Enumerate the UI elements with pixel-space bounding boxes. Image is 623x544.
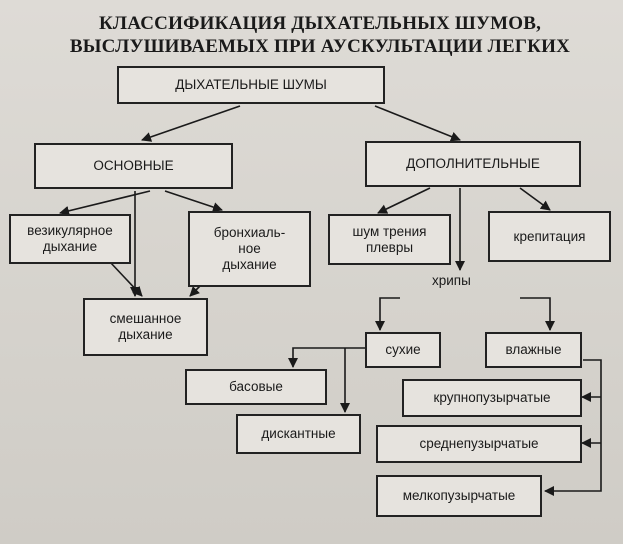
arrow-rales-to-dry (375, 297, 400, 331)
node-respiratory-sounds-label: ДЫХАТЕЛЬНЫЕ ШУМЫ (175, 77, 327, 92)
node-vesicular: везикулярное дыхание (9, 214, 131, 264)
node-small-bubble-label: мелкопузырчатые (402, 488, 516, 503)
node-bass-label: басовые (229, 379, 283, 394)
node-dry-label: сухие (385, 342, 421, 357)
node-vesicular-label-2: дыхание (42, 239, 98, 254)
node-medium-bubble: среднепузырчатые (376, 425, 582, 463)
node-pleural-friction: шум трения плевры (328, 214, 451, 265)
arrow-dry-to-bass (288, 347, 365, 368)
node-additional: ДОПОЛНИТЕЛЬНЫЕ (365, 141, 581, 187)
node-main: ОСНОВНЫЕ (34, 143, 233, 189)
node-mixed-label-2: дыхание (118, 327, 173, 342)
arrow-vesicular-to-mixed (109, 261, 143, 297)
node-treble: дискантные (236, 414, 361, 454)
arrow-moist-to-bubbles (544, 359, 602, 496)
node-bronchial: бронхиаль- ное дыхание (188, 211, 311, 287)
node-dry: сухие (365, 332, 441, 368)
arrow-rales-to-moist (520, 297, 555, 331)
node-bronchial-label-3: дыхание (222, 257, 277, 272)
node-mixed-label-1: смешанное (109, 311, 182, 326)
node-bass: басовые (185, 369, 327, 405)
node-moist: влажные (485, 332, 582, 368)
node-respiratory-sounds: ДЫХАТЕЛЬНЫЕ ШУМЫ (117, 66, 385, 104)
node-large-bubble: крупнопузырчатые (402, 379, 582, 417)
node-small-bubble: мелкопузырчатые (376, 475, 542, 517)
arrow-additional-to-pleural (377, 187, 431, 214)
node-bronchial-label-1: бронхиаль- (213, 225, 286, 240)
arrow-main-to-vesicular (59, 190, 151, 216)
diagram-title: КЛАССИФИКАЦИЯ ДЫХАТЕЛЬНЫХ ШУМОВ, ВЫСЛУШИ… (40, 12, 600, 58)
node-pleural-friction-label-1: шум трения (352, 223, 427, 239)
title-line-1: КЛАССИФИКАЦИЯ ДЫХАТЕЛЬНЫХ ШУМОВ, (98, 13, 542, 34)
node-rales-label: хрипы (432, 273, 471, 288)
node-additional-label: ДОПОЛНИТЕЛЬНЫЕ (406, 156, 540, 171)
node-treble-label: дискантные (261, 426, 336, 441)
arrow-main-to-bronchial (164, 190, 223, 212)
node-medium-bubble-label: среднепузырчатые (419, 436, 539, 451)
node-crepitation-label: крепитация (513, 228, 586, 244)
arrow-root-to-main (141, 105, 241, 142)
node-pleural-friction-label-2: плевры (365, 239, 414, 255)
node-vesicular-label-1: везикулярное (27, 223, 113, 238)
arrow-root-to-additional (374, 105, 461, 142)
node-rales: хрипы (432, 273, 471, 288)
node-main-label: ОСНОВНЫЕ (93, 158, 174, 173)
node-crepitation: крепитация (488, 211, 611, 262)
node-large-bubble-label: крупнопузырчатые (433, 390, 551, 405)
node-mixed: смешанное дыхание (83, 298, 208, 356)
node-moist-label: влажные (505, 342, 562, 357)
arrow-additional-to-crepitation (519, 187, 551, 211)
title-line-2: ВЫСЛУШИВАЕМЫХ ПРИ АУСКУЛЬТАЦИИ ЛЕГКИХ (69, 36, 571, 57)
node-bronchial-label-2: ное (238, 241, 261, 256)
